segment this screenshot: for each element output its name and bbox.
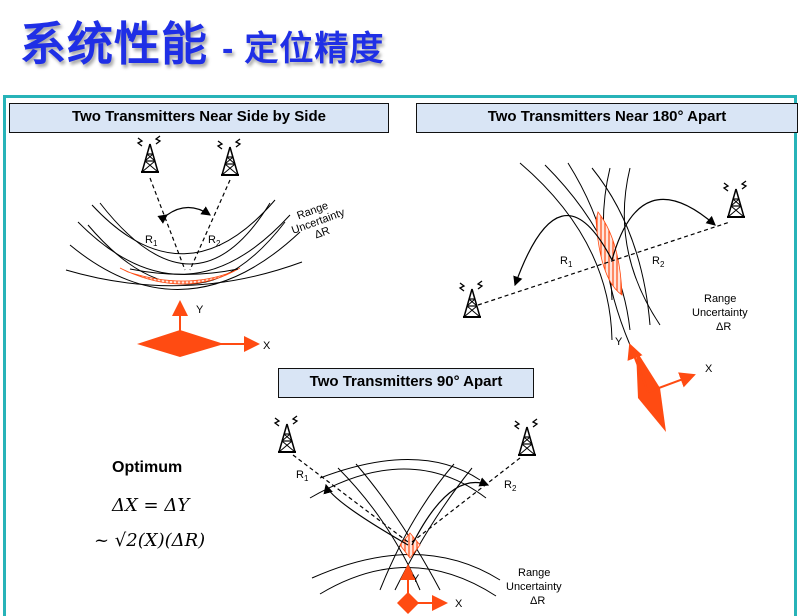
transmitter-tower-icon (723, 180, 747, 218)
axis-y-label: Y (615, 336, 623, 348)
transmitter-tower-icon (137, 135, 161, 173)
range-uncertainty-line2: Uncertainty (506, 581, 562, 593)
panel-label-90-apart: Two Transmitters 90° Apart (278, 368, 534, 398)
transmitter-tower-icon (514, 418, 538, 456)
axis-y-label: Y (196, 304, 204, 316)
range-uncertainty-line3: ΔR (716, 321, 731, 333)
content-frame (3, 95, 797, 616)
optimum-formula-2: ~ √2(X)(ΔR) (94, 530, 205, 551)
range-uncertainty-line3: ΔR (530, 595, 545, 607)
axis-x-label: X (455, 598, 463, 610)
range-r2-label: R2 (208, 234, 221, 248)
uncertainty-region (119, 267, 241, 285)
slide-title: 系统性能-定位精度 (20, 8, 384, 78)
title-sub: 定位精度 (244, 30, 385, 68)
transmitter-tower-icon (459, 280, 483, 318)
panel-side-by-side-diagram: R1 R2 Range Uncertainty ΔR Y X (65, 135, 347, 357)
range-r1-label: R1 (560, 255, 573, 269)
range-uncertainty-line3: ΔR (313, 225, 332, 242)
range-r2-label: R2 (504, 479, 517, 493)
panel-90-apart-diagram: R1 R2 Range Uncertainty ΔR Y X (274, 415, 562, 614)
axis-y-label: Y (412, 573, 420, 585)
panel-180-apart-diagram: R1 R2 Range Uncertainty ΔR Y X (459, 162, 748, 432)
range-r2-label: R2 (652, 255, 665, 269)
title-main: 系统性能 (20, 18, 208, 70)
range-uncertainty-line1: Range (518, 567, 550, 579)
panel-label-180-apart: Two Transmitters Near 180° Apart (416, 103, 798, 133)
range-r1-label: R1 (145, 234, 158, 248)
axis-x-label: X (263, 340, 271, 352)
panel-label-side-by-side: Two Transmitters Near Side by Side (9, 103, 389, 133)
optimum-label: Optimum (112, 459, 183, 476)
axis-x-label: X (705, 363, 713, 375)
range-r1-label: R1 (296, 469, 309, 483)
transmitter-tower-icon (274, 415, 298, 453)
transmitter-tower-icon (217, 138, 241, 176)
range-uncertainty-line1: Range (704, 293, 736, 305)
optimum-formula-1: ΔX = ΔY (111, 495, 191, 516)
range-uncertainty-line2: Uncertainty (692, 307, 748, 319)
title-separator: - (222, 30, 235, 68)
